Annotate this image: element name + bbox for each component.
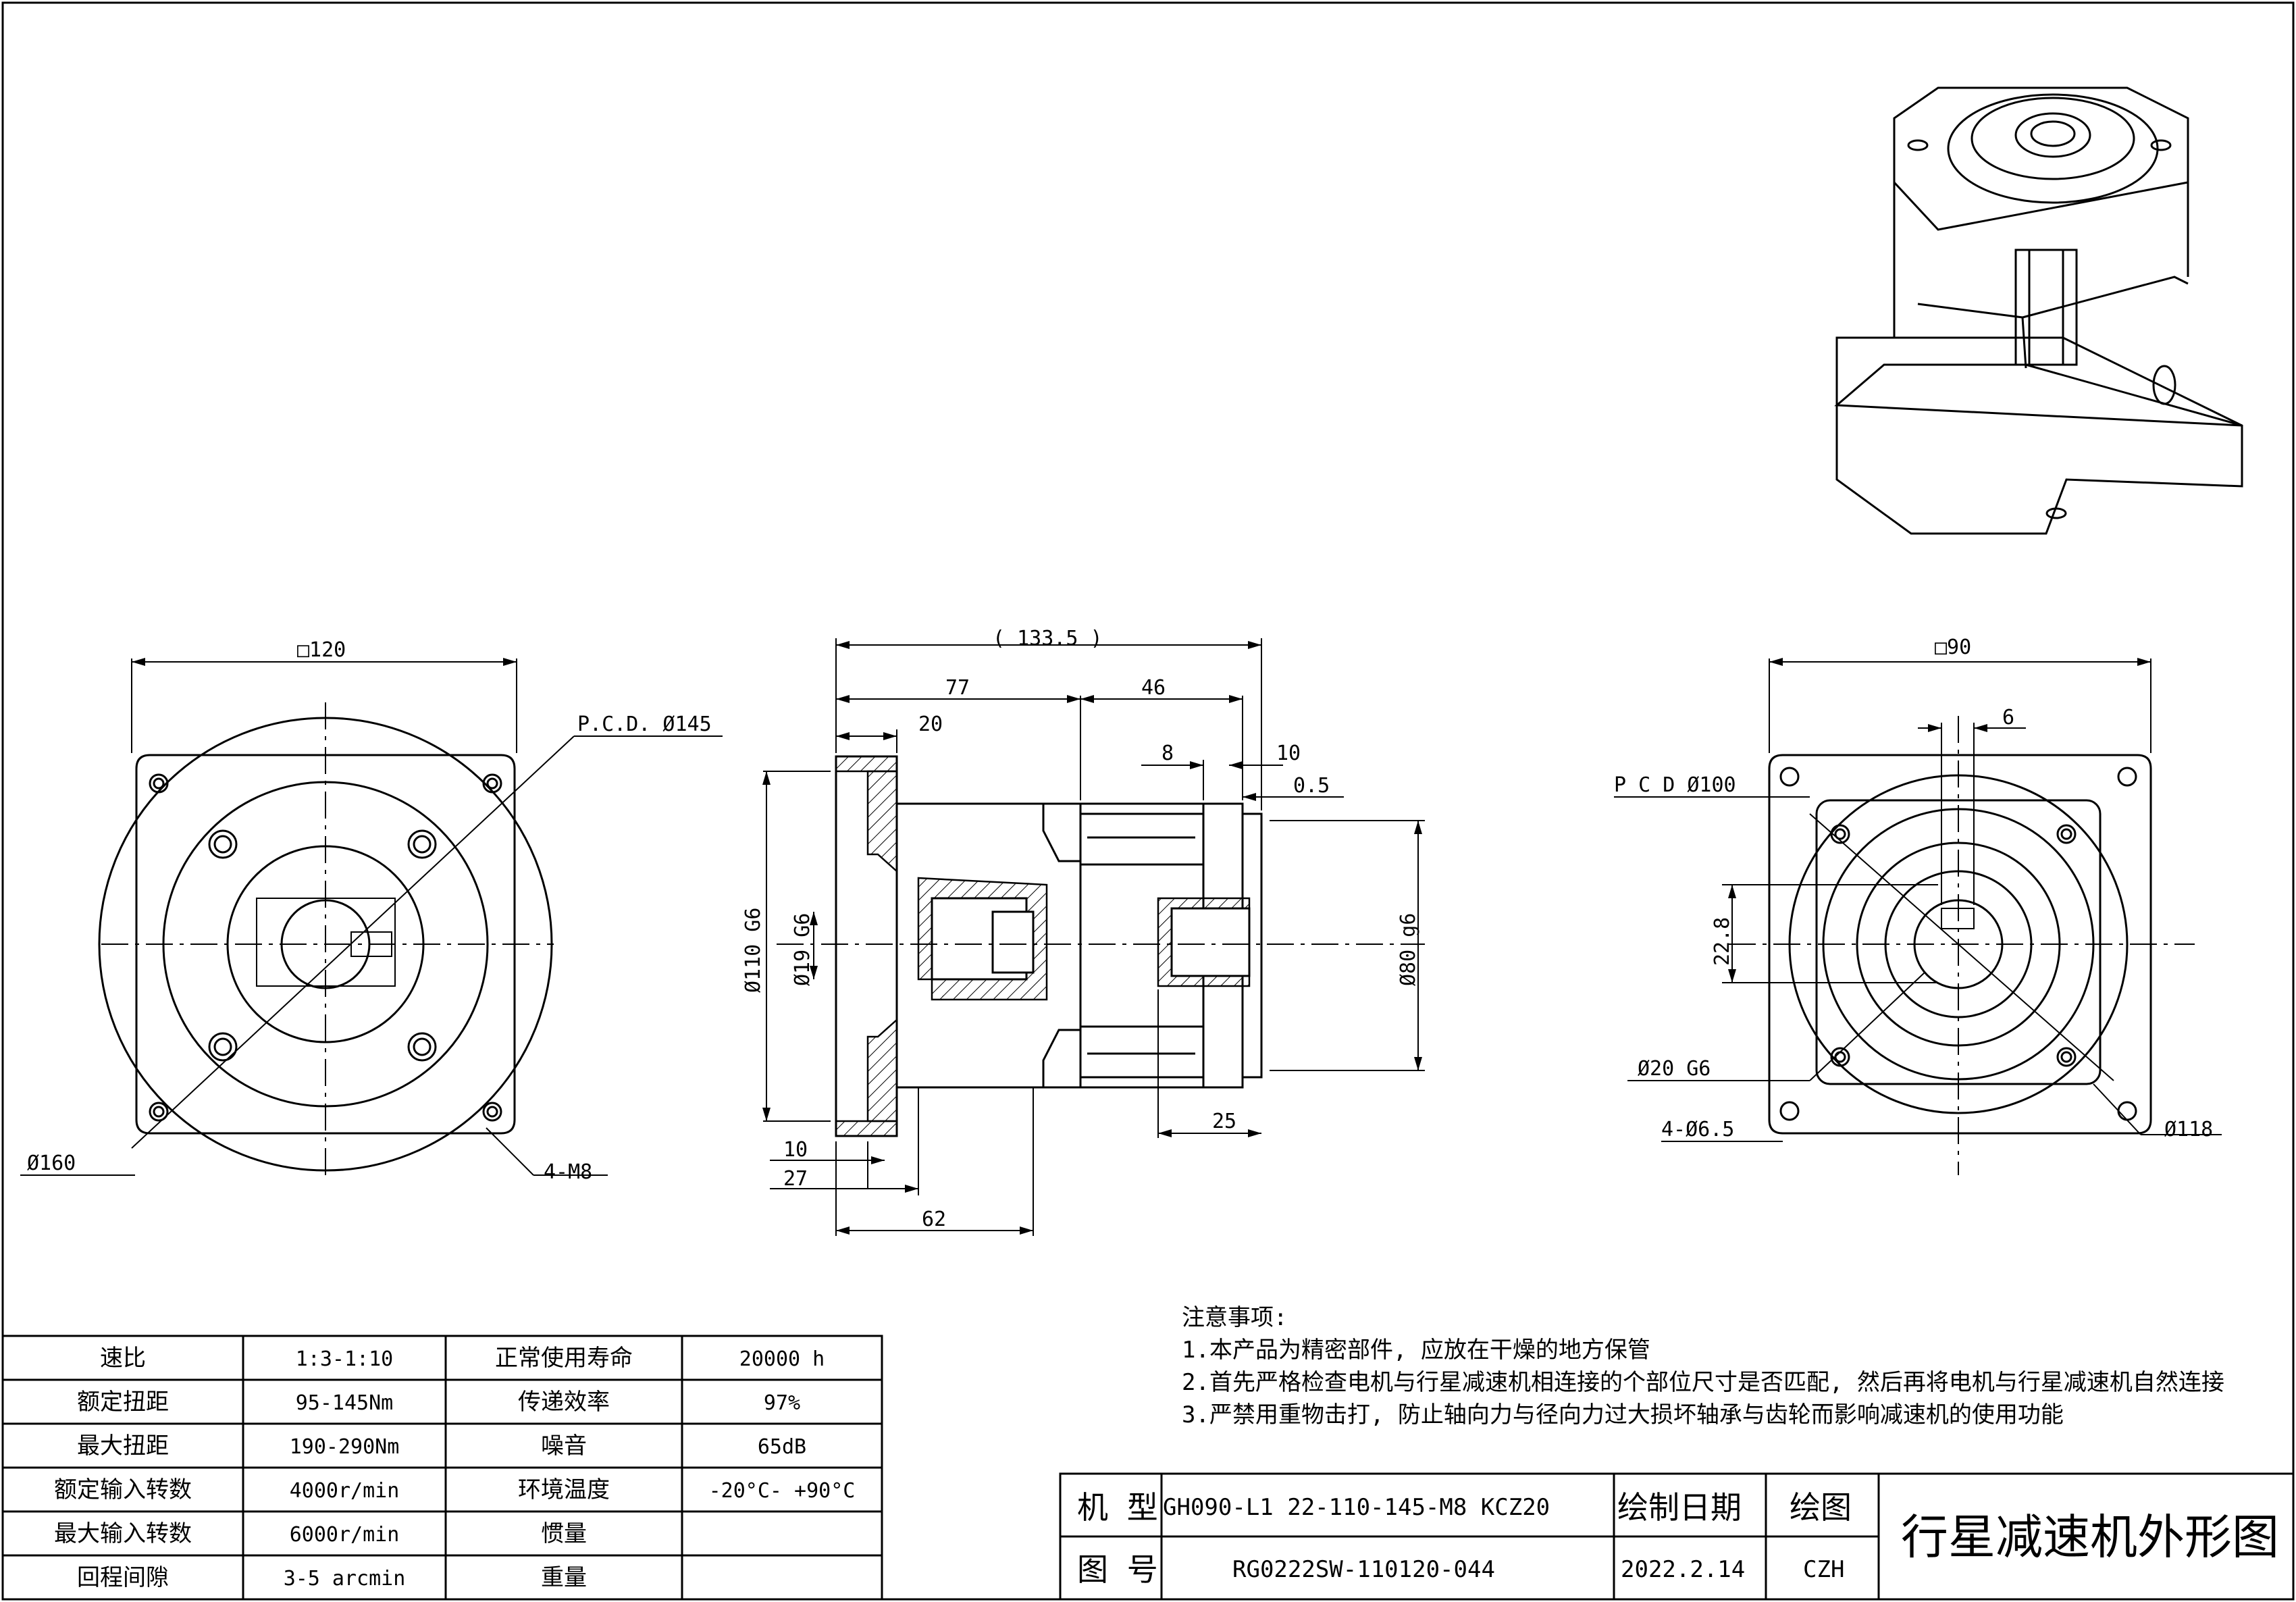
spec-cell-r0-c2: 正常使用寿命 <box>495 1345 633 1372</box>
tb-drawing-label: 图 号 <box>1077 1551 1158 1588</box>
spec-cell-r2-c2: 噪音 <box>541 1432 587 1459</box>
spec-cell-r5-c0: 回程间隙 <box>77 1564 169 1591</box>
dim-left-pcd: P.C.D. Ø145 <box>577 713 712 736</box>
title-block <box>1059 1472 2295 1601</box>
spec-cell-r4-c2: 惯量 <box>541 1520 587 1547</box>
front-view-output <box>20 658 723 1182</box>
spec-cell-r0-c3: 20000 h <box>739 1347 825 1371</box>
dim-right-dia118: Ø118 <box>2164 1118 2213 1141</box>
notes-line3: 3.严禁用重物击打, 防止轴向力与径向力过大损坏轴承与齿轮而影响减速机的使用功能 <box>1182 1401 2064 1428</box>
spec-cell-r4-c1: 6000r/min <box>290 1523 400 1547</box>
spec-cell-r1-c2: 传递效率 <box>518 1389 610 1416</box>
isometric-view <box>1834 86 2243 535</box>
dim-side-20: 20 <box>918 713 943 736</box>
dim-side-46: 46 <box>1141 676 1166 700</box>
tb-drawer-label: 绘图 <box>1790 1489 1852 1526</box>
dim-right-pcd: P C D Ø100 <box>1614 773 1736 797</box>
dim-side-dia110: Ø110 G6 <box>741 908 765 993</box>
notes-line1: 1.本产品为精密部件, 应放在干燥的地方保管 <box>1182 1337 1650 1364</box>
spec-cell-r1-c3: 97% <box>764 1391 800 1415</box>
spec-cell-r2-c3: 65dB <box>758 1435 806 1459</box>
notes-heading: 注意事项: <box>1182 1304 1287 1331</box>
spec-cell-r4-c0: 最大输入转数 <box>54 1520 192 1547</box>
dim-side-10-bot: 10 <box>783 1138 808 1162</box>
spec-cell-r1-c1: 95-145Nm <box>296 1391 394 1415</box>
dim-side-dia80: Ø80 g6 <box>1397 913 1420 986</box>
dim-side-05: 0.5 <box>1293 774 1330 798</box>
spec-cell-r2-c1: 190-290Nm <box>290 1435 400 1459</box>
notes-line2: 2.首先严格检查电机与行星减速机相连接的个部位尺寸是否匹配, 然后再将电机与行星… <box>1182 1369 2224 1396</box>
spec-table-cells: 速比 1:3-1:10 正常使用寿命 20000 h 额定扭距 95-145Nm 传递效率 9… <box>54 1345 855 1591</box>
spec-cell-r5-c1: 3-5 arcmin <box>284 1567 406 1591</box>
dim-right-holes: 4-Ø6.5 <box>1661 1118 1734 1141</box>
spec-cell-r5-c2: 重量 <box>541 1564 587 1591</box>
tb-title: 行星减速机外形图 <box>1901 1509 2279 1565</box>
tb-date-value: 2022.2.14 <box>1621 1556 1745 1583</box>
dim-left-bolts: 4-M8 <box>544 1160 592 1184</box>
dim-right-square: □90 <box>1935 636 1971 659</box>
dim-side-62: 62 <box>922 1208 946 1231</box>
spec-cell-r0-c1: 1:3-1:10 <box>296 1347 394 1371</box>
dim-left-square: □120 <box>297 638 346 662</box>
spec-cell-r3-c2: 环境温度 <box>518 1476 610 1503</box>
spec-cell-r2-c0: 最大扭距 <box>77 1432 169 1459</box>
dim-side-total: ( 133.5 ) <box>993 627 1103 650</box>
dim-side-77: 77 <box>945 676 970 700</box>
dim-right-6: 6 <box>2002 706 2014 729</box>
spec-cell-r3-c1: 4000r/min <box>290 1479 400 1503</box>
tb-date-label: 绘制日期 <box>1617 1489 1742 1526</box>
dim-side-27: 27 <box>783 1167 808 1191</box>
tb-drawer-value: CZH <box>1803 1556 1844 1583</box>
spec-cell-r1-c0: 额定扭距 <box>77 1389 169 1416</box>
dim-side-25: 25 <box>1212 1110 1236 1133</box>
spec-table <box>1 1335 883 1601</box>
notes: 注意事项: 1.本产品为精密部件, 应放在干燥的地方保管 2.首先严格检查电机与… <box>1182 1304 2224 1428</box>
dim-side-10-top: 10 <box>1276 742 1301 765</box>
dim-side-8: 8 <box>1162 742 1174 765</box>
spec-cell-r0-c0: 速比 <box>100 1345 146 1372</box>
tb-model-value: GH090-L1 22-110-145-M8 KCZ20 <box>1163 1494 1550 1521</box>
tb-drawing-value: RG0222SW-110120-044 <box>1232 1556 1495 1583</box>
tb-model-label: 机 型 <box>1077 1489 1158 1526</box>
front-view-input <box>1614 658 2222 1175</box>
dim-right-228: 22.8 <box>1711 917 1734 966</box>
dim-right-dia20: Ø20 G6 <box>1638 1057 1711 1081</box>
spec-cell-r3-c0: 额定输入转数 <box>54 1476 192 1503</box>
side-section-view <box>762 638 1425 1236</box>
spec-cell-r3-c3: -20°C- +90°C <box>709 1479 856 1503</box>
dim-side-dia19: Ø19 G6 <box>791 913 814 986</box>
dim-left-dia: Ø160 <box>27 1152 76 1175</box>
